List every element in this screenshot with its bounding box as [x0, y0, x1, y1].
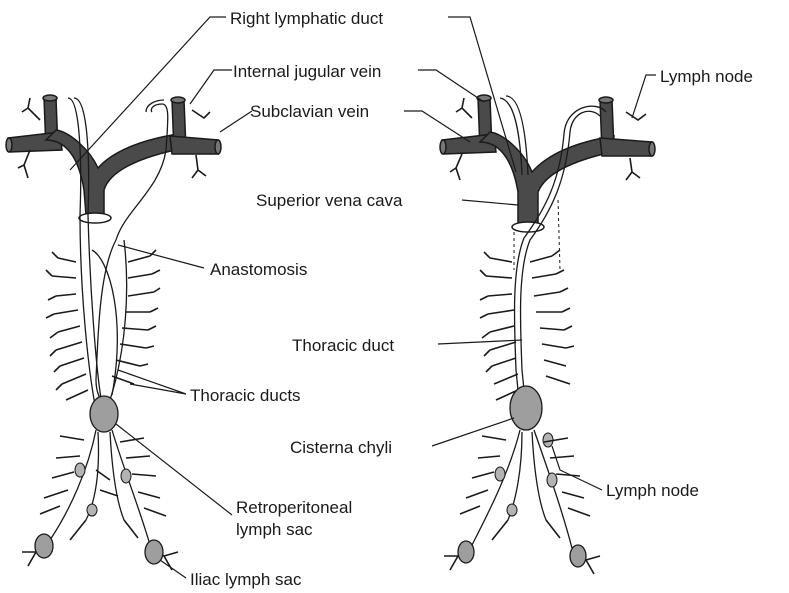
label-iliac-lymph-sac: Iliac lymph sac [190, 570, 302, 589]
right-lower-plexus [444, 386, 600, 574]
iliac-lymph-sac-left [35, 534, 53, 558]
label-lymph-node-top: Lymph node [660, 67, 753, 86]
labels: Right lymphatic duct Internal jugular ve… [190, 9, 753, 589]
retroperitoneal-lymph-sac [90, 396, 118, 432]
leader-anastomosis [118, 245, 204, 268]
leader-internal-jugular-right [418, 70, 484, 102]
label-retroperitoneal-line2: lymph sac [236, 520, 313, 539]
label-subclavian-vein: Subclavian vein [250, 102, 369, 121]
leader-retroperitoneal [116, 424, 232, 515]
right-figure [440, 95, 655, 574]
right-lymph-plexus [480, 250, 574, 400]
label-retroperitoneal-line1: Retroperitoneal [236, 498, 352, 517]
label-internal-jugular-vein: Internal jugular vein [233, 62, 381, 81]
leader-internal-jugular-left [190, 70, 232, 104]
left-figure [6, 95, 221, 570]
leader-subclavian-left [220, 111, 252, 132]
label-thoracic-ducts: Thoracic ducts [190, 386, 301, 405]
leader-lymph-node-bottom [552, 446, 602, 490]
leader-iliac-lymph-sac [160, 560, 186, 578]
left-veins [6, 95, 221, 223]
label-lymph-node-bottom: Lymph node [606, 481, 699, 500]
leader-cisterna-chyli [432, 418, 514, 446]
leader-superior-vena-cava [462, 200, 518, 205]
left-lymph-plexus [46, 250, 160, 400]
label-thoracic-duct: Thoracic duct [292, 336, 394, 355]
label-superior-vena-cava: Superior vena cava [256, 191, 403, 210]
label-cisterna-chyli: Cisterna chyli [290, 438, 392, 457]
label-right-lymphatic-duct: Right lymphatic duct [230, 9, 383, 28]
label-anastomosis: Anastomosis [210, 260, 307, 279]
left-lower-plexus [22, 396, 178, 570]
leader-lymph-node-top [632, 75, 656, 118]
cisterna-chyli [510, 386, 542, 430]
